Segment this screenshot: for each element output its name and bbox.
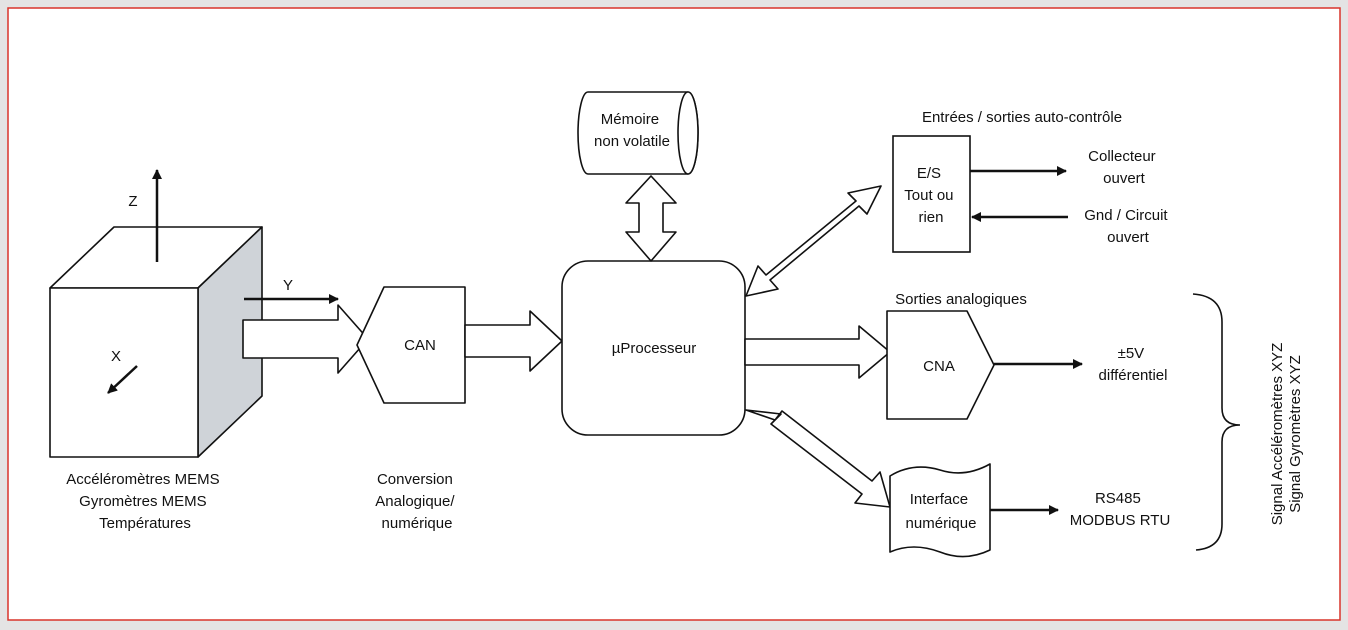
io-input-label: Gnd / Circuit ouvert bbox=[1084, 207, 1172, 246]
cna-block bbox=[886, 310, 995, 420]
x-axis-arrow bbox=[107, 365, 138, 394]
analog-title: Sorties analogiques bbox=[895, 291, 1027, 308]
memory-label: Mémoire non volatile bbox=[594, 111, 670, 150]
digital-interface-block bbox=[889, 463, 991, 558]
analog-output-label: ±5V différentiel bbox=[1099, 345, 1168, 384]
hollow-arrow-memory-processor bbox=[625, 175, 677, 262]
digital-interface-label: Interface numérique bbox=[906, 491, 977, 532]
can-block bbox=[356, 286, 466, 404]
cna-label: CNA bbox=[923, 358, 955, 375]
hollow-arrow-processor-to-cna bbox=[744, 325, 891, 379]
hollow-arrow-processor-io bbox=[745, 185, 882, 297]
io-output-label: Collecteur ouvert bbox=[1088, 148, 1160, 187]
cube-front-face bbox=[49, 287, 199, 458]
processor-label: µProcesseur bbox=[612, 340, 697, 357]
hollow-arrow-sensor-to-can bbox=[242, 304, 369, 374]
hollow-arrow-can-to-processor bbox=[464, 310, 563, 372]
io-box-label: E/S Tout ou rien bbox=[904, 165, 957, 226]
z-axis-label: Z bbox=[128, 193, 137, 210]
signal-accelerometers-label: Signal Accéléromètres XYZ bbox=[1269, 343, 1286, 526]
can-caption: Conversion Analogique/ numérique bbox=[375, 471, 458, 532]
signals-brace bbox=[1192, 293, 1241, 551]
signal-gyrometers-label: Signal Gyromètres XYZ bbox=[1287, 355, 1304, 513]
io-block bbox=[892, 135, 971, 253]
sensor-caption: Accéléromètres MEMS Gyromètres MEMS Temp… bbox=[66, 471, 224, 532]
y-axis-label: Y bbox=[283, 277, 293, 294]
memory-block bbox=[577, 91, 699, 175]
can-label: CAN bbox=[404, 337, 436, 354]
io-title: Entrées / sorties auto-contrôle bbox=[922, 109, 1122, 126]
x-axis-label: X bbox=[111, 348, 121, 365]
digital-output-label: RS485 MODBUS RTU bbox=[1070, 490, 1171, 529]
